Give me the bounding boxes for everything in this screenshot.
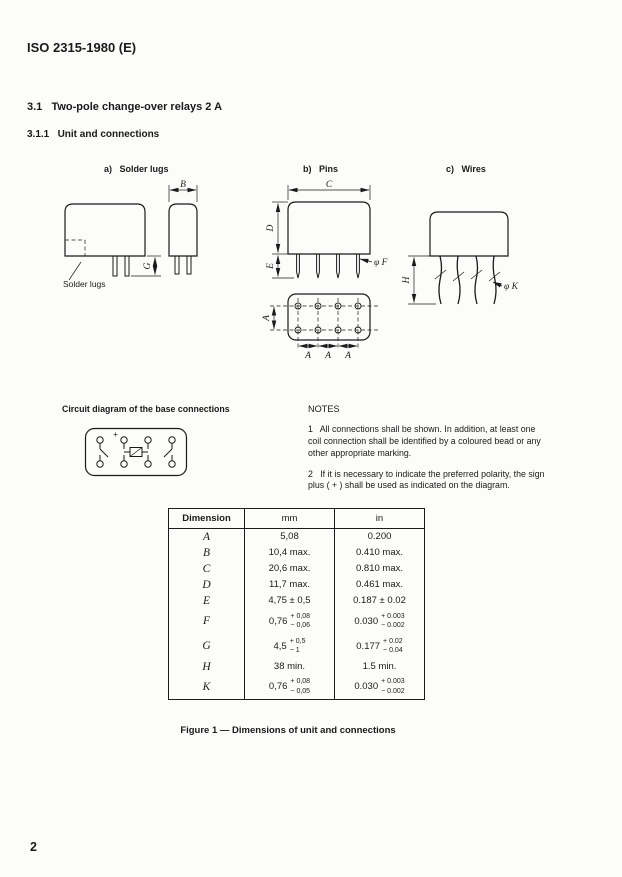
table-row: B 10,4 max. 0.410 max. xyxy=(169,544,425,561)
tolerance-stack: + 0.003 − 0.002 xyxy=(381,677,405,696)
dim-label-a: A xyxy=(324,351,331,361)
drawing-c-label: c) Wires xyxy=(446,164,486,174)
dim-label-e: E xyxy=(266,263,276,270)
solder-lugs-callout: Solder lugs xyxy=(63,279,106,289)
value-base: 0.177 xyxy=(356,640,381,652)
dim-label-g: G xyxy=(143,262,153,269)
dim-label-a: A xyxy=(344,351,351,361)
in-cell: 0.200 xyxy=(334,528,425,545)
tolerance-stack: + 0,5 − 1 xyxy=(290,637,306,656)
mm-cell: 4,75 ± 0,5 xyxy=(244,592,335,609)
dim-cell: E xyxy=(202,594,211,607)
dim-label-a: A xyxy=(262,315,272,322)
dim-label-phi-k: φ K xyxy=(504,282,519,292)
dim-label-d: D xyxy=(266,224,276,232)
table-header-row: Dimension mm in xyxy=(168,508,425,529)
tolerance-plus: + 0,5 xyxy=(289,637,306,645)
dim-cell: G xyxy=(202,640,211,652)
mm-cell: 5,08 xyxy=(244,528,335,545)
notes-block: NOTES 1 All connections shall be shown. … xyxy=(308,403,548,501)
dimension-table: Dimension mm in A 5,08 0.200 B 10,4 max.… xyxy=(168,508,425,700)
mm-cell: 4,5 + 0,5 − 1 xyxy=(244,633,335,659)
dim-cell: B xyxy=(202,546,211,559)
dim-label-phi-f: φ F xyxy=(374,258,388,268)
value-base: 0.030 xyxy=(354,615,379,627)
dim-cell: F xyxy=(202,615,211,627)
tolerance-minus: − 0.002 xyxy=(381,687,405,695)
in-cell: 0.187 ± 0.02 xyxy=(334,592,425,609)
tolerance-stack: + 0.02 − 0.04 xyxy=(383,637,403,656)
in-cell: 0.810 max. xyxy=(334,560,425,577)
drawing-b-label: b) Pins xyxy=(303,164,339,174)
dim-cell: D xyxy=(202,578,211,591)
col-header-dimension: Dimension xyxy=(168,508,245,529)
dim-label-a: A xyxy=(304,351,311,361)
dim-cell: H xyxy=(202,660,211,673)
dim-label-b: B xyxy=(180,180,186,190)
dim-cell: C xyxy=(202,562,211,575)
value-base: 0,76 xyxy=(268,681,288,693)
tolerance-plus: + 0,08 xyxy=(290,612,311,620)
table-row: F 0,76 + 0,08 − 0,06 0.030 xyxy=(169,608,425,634)
figure-caption: Figure 1 — Dimensions of unit and connec… xyxy=(180,725,396,736)
value-base: 0.030 xyxy=(354,681,379,693)
in-cell: 1.5 min. xyxy=(334,658,425,675)
tolerance-stack: + 0,08 − 0,06 xyxy=(290,612,310,631)
tolerance-stack: + 0.003 − 0.002 xyxy=(381,612,405,631)
table-row: D 11,7 max. 0.461 max. xyxy=(169,576,425,593)
tolerance-minus: − 0.04 xyxy=(383,647,403,654)
value-base: 4,5 xyxy=(273,640,287,652)
section-3-1-heading: 3.1 Two-pole change-over relays 2 A xyxy=(27,101,223,113)
tolerance-stack: + 0,08 − 0,05 xyxy=(290,677,310,696)
col-header-in: in xyxy=(334,508,425,529)
tolerance-minus: − 0,06 xyxy=(290,622,311,629)
document-header: ISO 2315-1980 (E) xyxy=(27,40,137,55)
notes-title: NOTES xyxy=(308,404,340,414)
mm-cell: 0,76 + 0,08 − 0,06 xyxy=(244,608,335,634)
wires-drawing: H φ K xyxy=(402,211,519,305)
solder-lugs-drawing: G Solder lugs B xyxy=(63,180,198,289)
dim-cell: K xyxy=(202,680,211,693)
tolerance-minus: − 1 xyxy=(289,647,300,654)
in-cell: 0.177 + 0.02 − 0.04 xyxy=(334,633,425,659)
table-row: G 4,5 + 0,5 − 1 0.177 xyxy=(169,633,425,659)
polarity-plus-sign: + xyxy=(113,429,118,439)
in-cell: 0.030 + 0.003 − 0.002 xyxy=(334,674,425,700)
tolerance-minus: − 0.002 xyxy=(381,622,405,629)
section-3-1-1-heading: 3.1.1 Unit and connections xyxy=(27,129,160,140)
in-cell: 0.410 max. xyxy=(334,544,425,561)
tolerance-minus: − 0,05 xyxy=(290,687,311,695)
tolerance-plus: + 0.003 xyxy=(381,612,405,620)
circuit-diagram: + xyxy=(84,427,188,477)
note-2: 2 If it is necessary to indicate the pre… xyxy=(308,468,547,491)
tolerance-plus: + 0,08 xyxy=(290,678,311,686)
drawing-a-label: a) Solder lugs xyxy=(104,164,169,174)
pins-drawing: C D E φ F A xyxy=(262,180,388,361)
table-row: K 0,76 + 0,08 − 0,05 0.030 xyxy=(169,674,425,700)
mm-cell: 0,76 + 0,08 − 0,05 xyxy=(244,674,335,700)
note-1: 1 All connections shall be shown. In add… xyxy=(308,424,544,458)
circuit-diagram-title: Circuit diagram of the base connections xyxy=(62,404,230,414)
tolerance-plus: + 0.003 xyxy=(381,678,405,686)
table-row: E 4,75 ± 0,5 0.187 ± 0.02 xyxy=(169,592,425,609)
in-cell: 0.461 max. xyxy=(334,576,425,593)
dim-label-c: C xyxy=(326,180,333,190)
mm-cell: 11,7 max. xyxy=(244,576,335,593)
mm-cell: 10,4 max. xyxy=(244,544,335,561)
dimension-table-wrapper: Dimension mm in A 5,08 0.200 B 10,4 max.… xyxy=(168,508,425,700)
col-header-mm: mm xyxy=(244,508,335,529)
in-cell: 0.030 + 0.003 − 0.002 xyxy=(334,608,425,634)
value-base: 0,76 xyxy=(268,615,288,627)
table-row: H 38 min. 1.5 min. xyxy=(169,658,425,675)
dim-cell: A xyxy=(202,530,211,543)
table-row: C 20,6 max. 0.810 max. xyxy=(169,560,425,577)
table-row: A 5,08 0.200 xyxy=(169,528,425,545)
tolerance-plus: + 0.02 xyxy=(383,637,403,645)
page-number: 2 xyxy=(30,840,37,854)
mm-cell: 20,6 max. xyxy=(244,560,335,577)
mm-cell: 38 min. xyxy=(244,658,335,675)
dim-label-h: H xyxy=(402,275,412,284)
